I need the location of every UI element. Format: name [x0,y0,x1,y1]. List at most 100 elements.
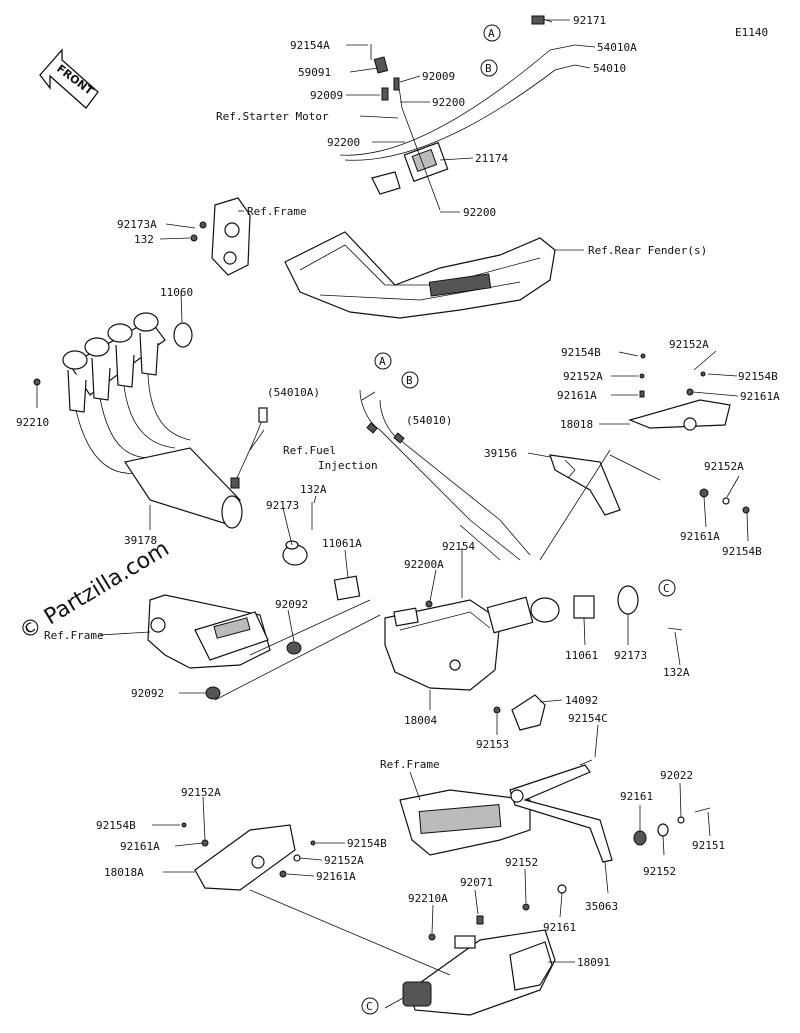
label-92161A-t1: 92161A [557,389,597,402]
label-132A-right: 132A [663,666,690,679]
svg-text:A: A [488,27,495,40]
gasket-11061A-drawing [333,575,361,601]
label-92154B-r1: 92154B [738,370,778,383]
label-35063: 35063 [585,900,618,913]
label-18018A: 18018A [104,866,144,879]
label-92154C: 92154C [568,712,608,725]
label-54010A: 54010A [597,41,637,54]
label-92151: 92151 [692,839,725,852]
label-11060: 11060 [160,286,193,299]
callout-A-mid: A [374,352,392,370]
label-92161A-low: 92161A [120,840,160,853]
label-92152A-t2: 92152A [563,370,603,383]
label-54010A-ref: (54010A) [267,386,320,399]
label-ref-frame-top: Ref.Frame [247,205,307,218]
callout-C-right: C [658,579,676,597]
label-ref-frame-mid: Ref.Frame [44,629,104,642]
label-92173-left: 92173 [266,499,299,512]
label-92152A-r: 92152A [704,460,744,473]
exhaust-valve-actuator-drawing [339,15,576,211]
label-92161-b: 92161 [543,921,576,934]
label-92153: 92153 [476,738,509,751]
label-54010: 54010 [593,62,626,75]
callout-C-low: C [361,997,379,1015]
label-92154B-low: 92154B [96,819,136,832]
label-14092: 14092 [565,694,598,707]
label-92154B-top: 92154B [561,346,601,359]
label-92210: 92210 [16,416,49,429]
label-39156: 39156 [484,447,517,460]
callout-B-mid: B [401,371,419,389]
label-injection: Injection [318,459,378,472]
label-59091: 59091 [298,66,331,79]
label-ref-starter-motor: Ref.Starter Motor [216,110,329,123]
label-92200A: 92200A [404,558,444,571]
label-92173-right: 92173 [614,649,647,662]
label-92161A-r: 92161A [680,530,720,543]
svg-text:B: B [485,62,492,75]
label-92173A: 92173A [117,218,157,231]
label-92152-b: 92152 [505,856,538,869]
label-92071: 92071 [460,876,493,889]
label-92200-a: 92200 [432,96,465,109]
frame-bracket-mid-drawing [147,594,302,700]
gasket-11061-drawing [573,595,595,619]
label-92210A: 92210A [408,892,448,905]
label-92009-b: 92009 [310,89,343,102]
label-54010-ref: (54010) [406,414,452,427]
front-arrow-icon: FRONT [39,48,99,109]
frame-bracket-low-drawing [399,789,531,856]
leader-lines [36,19,749,1009]
label-21174: 21174 [475,152,508,165]
fasteners-bracket-drawing [633,807,711,846]
muffler-chamber-drawing [384,585,560,691]
label-18018: 18018 [560,418,593,431]
label-18091: 18091 [577,956,610,969]
label-11061A: 11061A [322,537,362,550]
callout-B-top: B [480,59,498,77]
svg-text:B: B [406,374,413,387]
label-92092-a: 92092 [275,598,308,611]
svg-text:C: C [366,1000,373,1013]
label-92022: 92022 [660,769,693,782]
label-92154: 92154 [442,540,475,553]
heat-guard-18018-drawing [628,353,731,431]
label-92171: 92171 [573,14,606,27]
label-ref-rear-fender: Ref.Rear Fender(s) [588,244,707,257]
label-92161A-t2: 92161A [740,390,780,403]
label-92152A-low2: 92152A [324,854,364,867]
svg-text:C: C [663,582,670,595]
heat-cover-14092-drawing [493,694,546,731]
exhaust-header-pipes-drawing [33,312,243,529]
label-11061: 11061 [565,649,598,662]
label-18004: 18004 [404,714,437,727]
label-92161-a: 92161 [620,790,653,803]
label-92200-b: 92200 [327,136,360,149]
valve-cables-drawing [359,389,531,561]
part-labels: 92171 54010A 54010 92154A 59091 92009 92… [16,14,780,969]
label-ref-frame-low: Ref.Frame [380,758,440,771]
clamp-left-drawing [282,502,313,566]
o2-sensor-drawing [230,407,268,489]
rear-fender-drawing [284,231,556,319]
muffler-bracket-35063-drawing [509,759,613,863]
label-92154B-low2: 92154B [347,837,387,850]
frame-bracket-top-drawing [190,197,251,276]
label-ref-fuel: Ref.Fuel [283,444,336,457]
label-92154B-r2: 92154B [722,545,762,558]
label-132A-left: 132A [300,483,327,496]
callout-A-top: A [483,24,501,42]
label-92152-a: 92152 [643,865,676,878]
label-92152A-low: 92152A [181,786,221,799]
label-92154A: 92154A [290,39,330,52]
label-132: 132 [134,233,154,246]
label-39178: 39178 [124,534,157,547]
svg-text:A: A [379,355,386,368]
silencer-18091-drawing [402,884,567,1016]
label-92161A-low2: 92161A [316,870,356,883]
label-92200-c: 92200 [463,206,496,219]
label-92009-a: 92009 [422,70,455,83]
label-92092-b: 92092 [131,687,164,700]
